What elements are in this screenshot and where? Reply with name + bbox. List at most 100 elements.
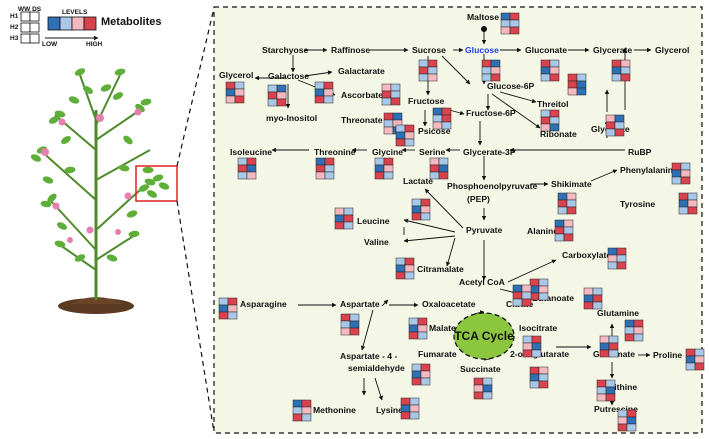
heatmap-cell	[438, 171, 449, 180]
metabolite-heatmap	[334, 207, 354, 230]
heatmap-cell	[500, 12, 511, 21]
heatmap-cell	[411, 363, 422, 372]
heatmap-cell	[624, 326, 635, 335]
heatmap-cell	[482, 377, 493, 386]
heatmap-cell	[420, 377, 431, 386]
pathway-arrow	[403, 218, 456, 233]
metabolite-label-glutamine: Glutamine	[597, 308, 639, 318]
heatmap-cell	[614, 121, 625, 130]
heatmap-cell	[626, 409, 637, 418]
heatmap-cell	[218, 311, 229, 320]
heatmap-cell	[566, 206, 577, 215]
metabolite-label-rubp: RuBP	[628, 147, 652, 157]
heatmap-cell	[323, 95, 334, 104]
heatmap-cell	[538, 366, 549, 375]
heatmap-cell	[521, 284, 532, 293]
legend-scale-swatch	[83, 16, 97, 31]
heatmap-cell	[324, 164, 335, 173]
legend-cell	[29, 22, 40, 33]
heatmap-cell	[599, 349, 610, 358]
legend-low-label: LOW	[42, 41, 58, 48]
heatmap-cell	[400, 397, 411, 406]
heatmap-cell	[218, 297, 229, 306]
heatmap-cell	[218, 304, 229, 313]
heatmap-cell	[383, 119, 394, 128]
metabolite-label-asparagine: Asparagine	[240, 299, 287, 309]
heatmap-cell	[427, 73, 438, 82]
legend-metabolites-label: Metabolites	[101, 16, 162, 28]
metabolite-heatmap	[605, 114, 625, 137]
heatmap-cell	[349, 313, 360, 322]
heatmap-cell	[554, 233, 565, 242]
heatmap-cell	[427, 59, 438, 68]
heatmap-cell	[395, 264, 406, 273]
heatmap-cell	[276, 98, 287, 107]
heatmap-cell	[314, 88, 325, 97]
heatmap-cell	[225, 81, 236, 90]
heatmap-cell	[512, 284, 523, 293]
heatmap-cell	[599, 342, 610, 351]
legend-scale-swatch	[47, 16, 61, 31]
maltose-node-dot	[480, 25, 488, 33]
heatmap-cell	[614, 128, 625, 137]
metabolite-label-fructose-6p: Fructose-6P	[466, 108, 516, 118]
heatmap-cell	[605, 386, 616, 395]
metabolite-label-fumarate: Fumarate	[418, 349, 457, 359]
heatmap-cell	[567, 73, 578, 82]
heatmap-cell	[246, 171, 257, 180]
heatmap-cell	[408, 324, 419, 333]
metabolite-label-oxaloacetate: Oxaloacetate	[422, 299, 476, 309]
heatmap-cell	[605, 114, 616, 123]
heatmap-cell	[567, 87, 578, 96]
heatmap-cell	[324, 157, 335, 166]
metabolite-heatmap	[596, 379, 616, 402]
heatmap-cell	[315, 157, 326, 166]
heatmap-cell	[529, 278, 540, 287]
heatmap-cell	[678, 199, 689, 208]
heatmap-cell	[616, 247, 627, 256]
heatmap-cell	[599, 335, 610, 344]
heatmap-cell	[576, 87, 587, 96]
metabolite-heatmap	[429, 157, 449, 180]
heatmap-cell	[540, 66, 551, 75]
heatmap-cell	[531, 349, 542, 358]
metabolite-label-glycerate: Glycerate	[593, 45, 632, 55]
legend-scale-swatch	[59, 16, 73, 31]
metabolite-heatmap	[315, 157, 335, 180]
metabolite-label-glycine: Glycine	[372, 147, 403, 157]
heatmap-cell	[292, 399, 303, 408]
heatmap-cell	[694, 355, 705, 364]
heatmap-cell	[383, 112, 394, 121]
heatmap-cell	[521, 298, 532, 307]
pathway-arrow	[424, 188, 464, 229]
metabolite-label-pep: (PEP)	[467, 194, 490, 204]
heatmap-cell	[617, 416, 628, 425]
metabolite-heatmap	[607, 247, 627, 270]
metabolite-label-citramalate: Citramalate	[417, 264, 464, 274]
pathway-arrow	[441, 55, 471, 85]
legend-cell	[20, 22, 31, 33]
metabolite-label-proline: Proline	[653, 350, 682, 360]
heatmap-cell	[617, 423, 628, 432]
heatmap-cell	[592, 294, 603, 303]
heatmap-cell	[531, 342, 542, 351]
heatmap-cell	[374, 164, 385, 173]
heatmap-cell	[538, 285, 549, 294]
heatmap-cell	[408, 331, 419, 340]
metabolite-label-glycerol: Glycerol	[655, 45, 689, 55]
heatmap-cell	[557, 199, 568, 208]
heatmap-cell	[531, 335, 542, 344]
heatmap-cell	[404, 264, 415, 273]
metabolite-heatmap	[314, 81, 334, 104]
metabolite-label-shikimate: Shikimate	[551, 179, 592, 189]
heatmap-cell	[234, 81, 245, 90]
heatmap-cell	[500, 26, 511, 35]
heatmap-cell	[626, 423, 637, 432]
heatmap-cell	[540, 123, 551, 132]
heatmap-cell	[538, 373, 549, 382]
heatmap-cell	[390, 83, 401, 92]
heatmap-cell	[549, 73, 560, 82]
heatmap-cell	[605, 128, 616, 137]
